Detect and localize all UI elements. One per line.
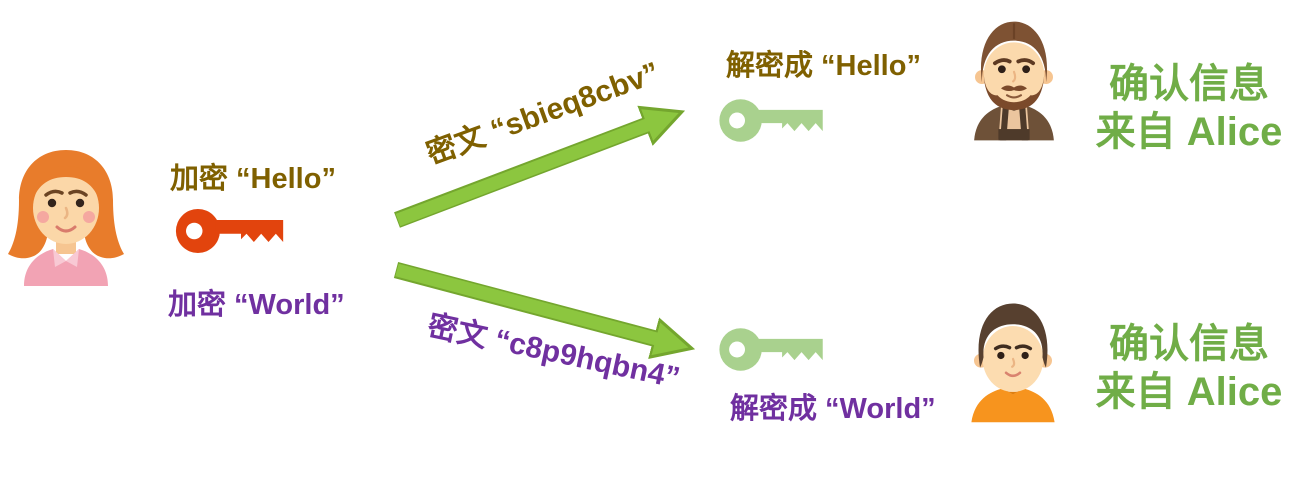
confirm-top-line2: 来自 Alice	[1095, 110, 1283, 154]
confirm-bottom-text: 确认信息 来自 Alice	[1074, 320, 1304, 416]
green-key-top-icon	[719, 99, 823, 142]
encrypt-hello-label: 加密 “Hello”	[170, 163, 336, 195]
confirm-bottom-line1: 确认信息	[1109, 322, 1269, 366]
encrypt-world-label: 加密 “World”	[168, 289, 345, 321]
ciphertext-top-label: 密文 “sbieq8cbv”	[422, 56, 664, 172]
decrypt-hello-label: 解密成 “Hello”	[726, 50, 921, 82]
confirm-top-line1: 确认信息	[1109, 62, 1269, 106]
boy-avatar	[971, 303, 1055, 423]
decrypt-world-label: 解密成 “World”	[730, 393, 936, 425]
alice-avatar	[8, 150, 124, 286]
green-key-bottom-icon	[719, 328, 823, 371]
bob-avatar	[974, 21, 1054, 141]
ciphertext-bottom-label: 密文 “c8p9hqbn4”	[424, 309, 683, 396]
confirm-bottom-line2: 来自 Alice	[1095, 370, 1283, 414]
confirm-top-text: 确认信息 来自 Alice	[1074, 60, 1304, 156]
red-key-icon	[175, 209, 284, 253]
